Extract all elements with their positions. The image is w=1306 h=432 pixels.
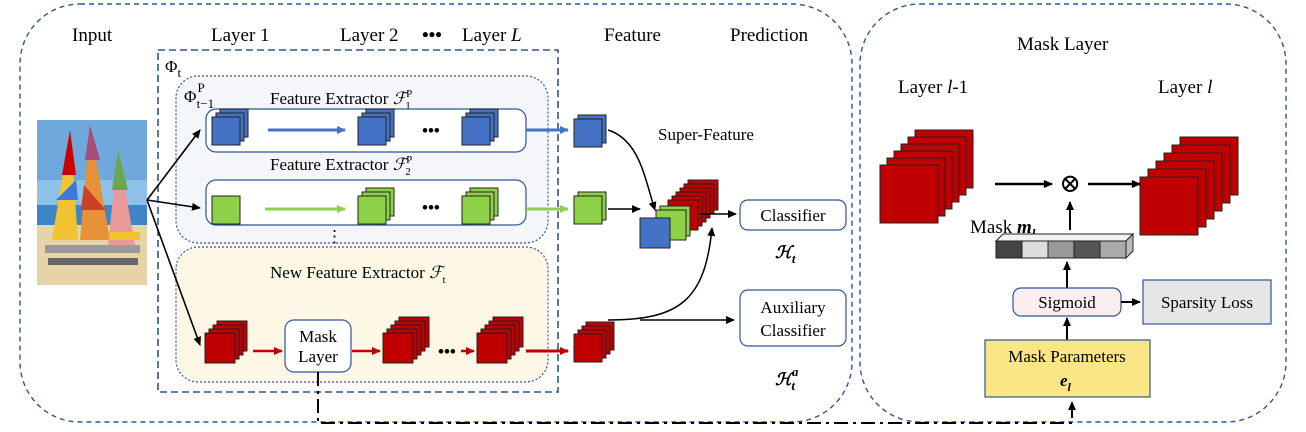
aux-classifier-line1: Auxiliary — [760, 298, 826, 317]
classifier-symbol: ℋt — [775, 243, 796, 266]
input-image — [37, 120, 147, 285]
super-feature-blue — [639, 217, 671, 249]
mask-vector-label: Mask ml — [970, 217, 1036, 241]
input-arrow-1 — [146, 129, 201, 201]
header-feature: Feature — [604, 25, 661, 46]
layer-curr-map — [1139, 176, 1199, 236]
feature-map-blue — [211, 116, 241, 146]
layer-prev-stack — [879, 129, 974, 224]
header-layer-l: Layer L — [462, 25, 522, 46]
super-feature-stack — [639, 179, 719, 249]
feature-red — [573, 333, 603, 363]
blue-to-super — [607, 129, 657, 211]
layer-prev-label: Layer l-1 — [898, 77, 968, 98]
classifier-label: Classifier — [760, 206, 825, 225]
feature-map-blue — [461, 116, 491, 146]
red-to-classifiers — [607, 227, 716, 321]
mask-vector-cell — [995, 240, 1023, 259]
header-layer2: Layer 2 — [340, 25, 399, 46]
feature-map-blue — [357, 116, 387, 146]
input-arrow-2 — [146, 199, 201, 211]
mask-link-path — [317, 372, 1076, 424]
mask-layer-box-line1: Mask — [299, 327, 337, 346]
new-extractor-dots: ••• — [438, 342, 456, 361]
left-panel — [19, 3, 853, 423]
mask-params-box — [984, 339, 1151, 398]
header-layer1: Layer 1 — [211, 25, 270, 46]
phi-t-box — [157, 49, 559, 393]
right-panel — [859, 3, 1287, 423]
feature-map-green — [357, 195, 387, 225]
feature-map-green — [461, 195, 491, 225]
mask-vector-cell — [1021, 240, 1049, 259]
super-feature-label: Super-Feature — [658, 125, 754, 144]
extractor2-row — [211, 187, 499, 225]
mask-params-label: Mask Parameters — [1008, 347, 1126, 366]
classifier-box — [739, 199, 847, 231]
feature-green — [573, 195, 603, 225]
feature-map-red — [476, 332, 508, 364]
feature-map-red — [382, 332, 414, 364]
mask-vector-cell — [1073, 240, 1101, 259]
mask-vector-top — [994, 233, 1135, 242]
feature-map-red — [204, 332, 236, 364]
aux-classifier-line2: Classifier — [760, 321, 825, 340]
mask-layer-title: Mask Layer — [1017, 34, 1109, 55]
header-prediction: Prediction — [730, 25, 809, 46]
extractor2-dots: ••• — [422, 198, 440, 217]
mask-layer-box-line2: Layer — [298, 347, 338, 366]
layer-curr-label: Layer l — [1158, 77, 1212, 98]
layer-curr-stack — [1139, 136, 1239, 236]
new-extractor-row — [204, 316, 524, 364]
aux-classifier-box — [739, 289, 847, 347]
feature-blue — [573, 118, 603, 148]
phi-t-label: Φt — [165, 57, 181, 80]
otimes-symbol: ⊗ — [1059, 169, 1081, 198]
mask-vector-cell — [1099, 240, 1127, 259]
layer-prev-map — [879, 164, 939, 224]
new-extractor-region — [175, 246, 549, 383]
header-input: Input — [72, 25, 113, 46]
mask-vector-cell — [1047, 240, 1075, 259]
vertical-dots: ⋮ — [326, 227, 343, 246]
mask-vector — [994, 232, 1135, 260]
feature-map-green — [211, 195, 241, 225]
sparsity-loss-label: Sparsity Loss — [1161, 293, 1253, 312]
feature-column — [573, 114, 615, 363]
mask-params-var: el — [1060, 371, 1072, 394]
extractor1-row — [211, 108, 499, 146]
sparsity-loss-box — [1142, 279, 1272, 325]
input-arrow-3 — [146, 199, 202, 346]
extractor1-dots: ••• — [422, 121, 440, 140]
new-extractor-title: New Feature Extractor ℱt — [270, 263, 446, 286]
sigmoid-label: Sigmoid — [1038, 293, 1096, 312]
header-dots: ••• — [422, 25, 442, 46]
